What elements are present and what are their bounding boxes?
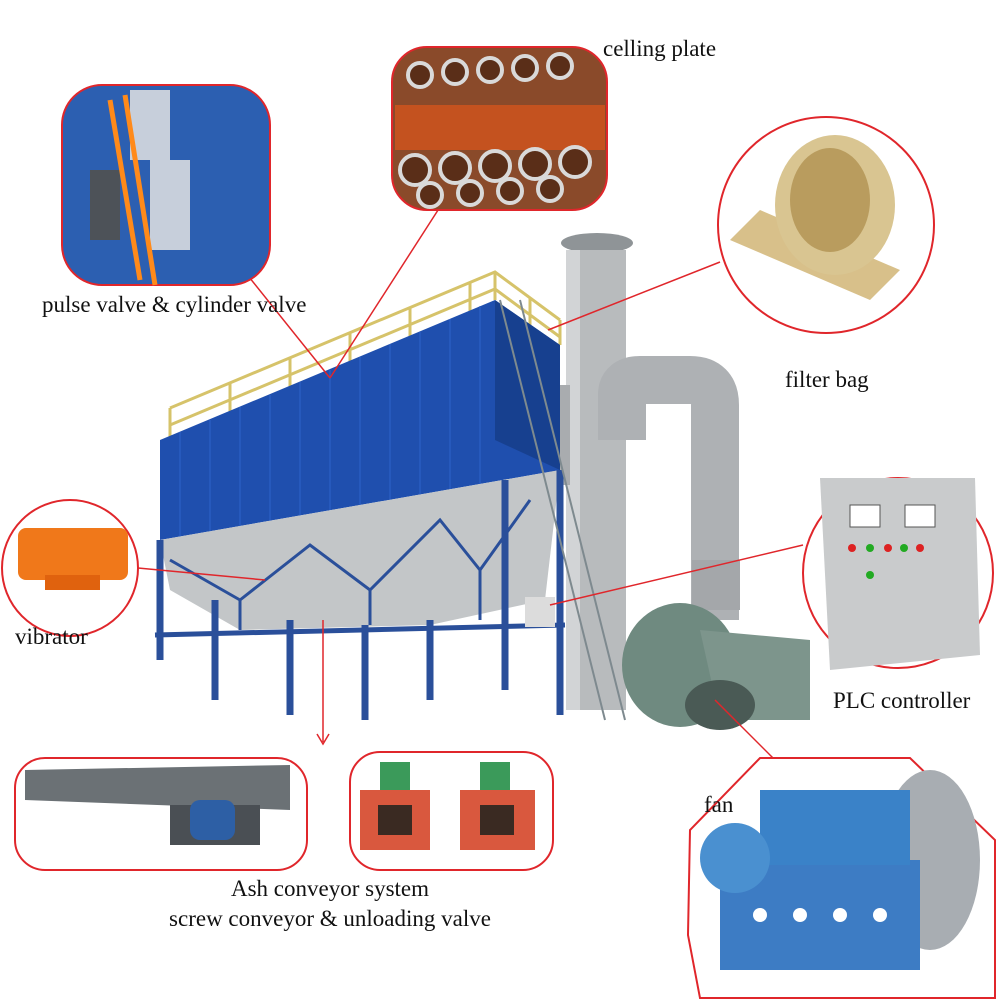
pulse-valve-label: pulse valve & cylinder valve: [42, 292, 307, 317]
support-legs: [154, 470, 566, 720]
plc-controller-callout: [802, 477, 994, 670]
ash-conveyor-title: Ash conveyor system: [230, 876, 430, 901]
unloading-valve-callout: [349, 751, 554, 871]
ladder: [499, 299, 626, 721]
plc-controller-label: PLC controller: [833, 688, 971, 713]
filter-bag-callout: [717, 116, 935, 334]
fan-label: fan: [704, 792, 734, 817]
celling-plate-callout: [391, 46, 608, 211]
screw-conveyor-callout: [14, 757, 308, 871]
duct-pipe: [598, 356, 740, 620]
vibrator-callout: [1, 499, 139, 637]
pulse-valve-callout: [61, 84, 271, 286]
callout-lines: [137, 206, 804, 761]
chimney: [545, 233, 633, 710]
hopper: [160, 470, 560, 630]
top-railing: [168, 270, 562, 440]
vibrator-label: vibrator: [15, 624, 88, 649]
control-box: [525, 597, 555, 627]
fan-callout: [686, 757, 996, 999]
ash-conveyor-subtitle: screw conveyor & unloading valve: [169, 906, 491, 931]
filter-bag-label: filter bag: [785, 367, 869, 392]
celling-plate-label: celling plate: [603, 36, 717, 61]
centrifugal-fan: [622, 603, 810, 730]
